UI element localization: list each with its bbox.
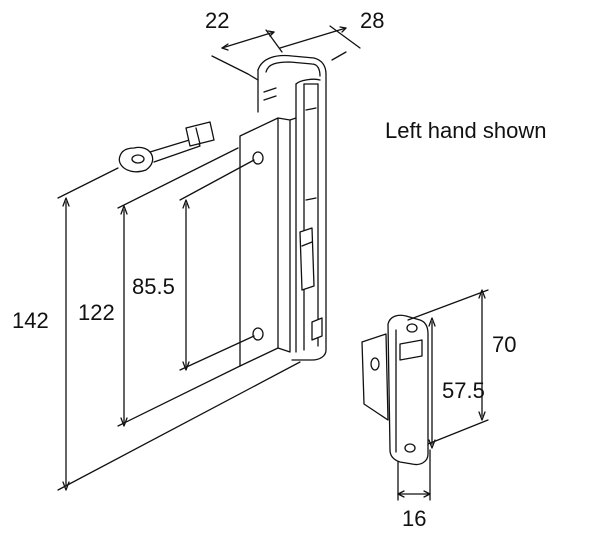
dim-85-5 [179, 159, 255, 371]
dim-142 [57, 167, 301, 491]
dim-label-28: 28 [360, 8, 385, 33]
dim-label-57-5: 57.5 [442, 378, 485, 403]
keeper [361, 314, 429, 466]
left-hand-note: Left hand shown [385, 118, 547, 143]
dim-57-5 [428, 317, 436, 449]
dim-70 [407, 289, 489, 445]
dim-122 [117, 147, 241, 427]
dim-top [211, 25, 361, 81]
key [118, 121, 215, 173]
face-plate [239, 117, 297, 367]
dim-label-142: 142 [12, 308, 49, 333]
dim-label-70: 70 [492, 332, 517, 357]
dim-label-22: 22 [205, 8, 230, 33]
dim-label-16: 16 [402, 506, 427, 531]
dim-label-122: 122 [78, 300, 115, 325]
dim-label-85-5: 85.5 [132, 274, 175, 299]
dim-16 [397, 449, 431, 501]
